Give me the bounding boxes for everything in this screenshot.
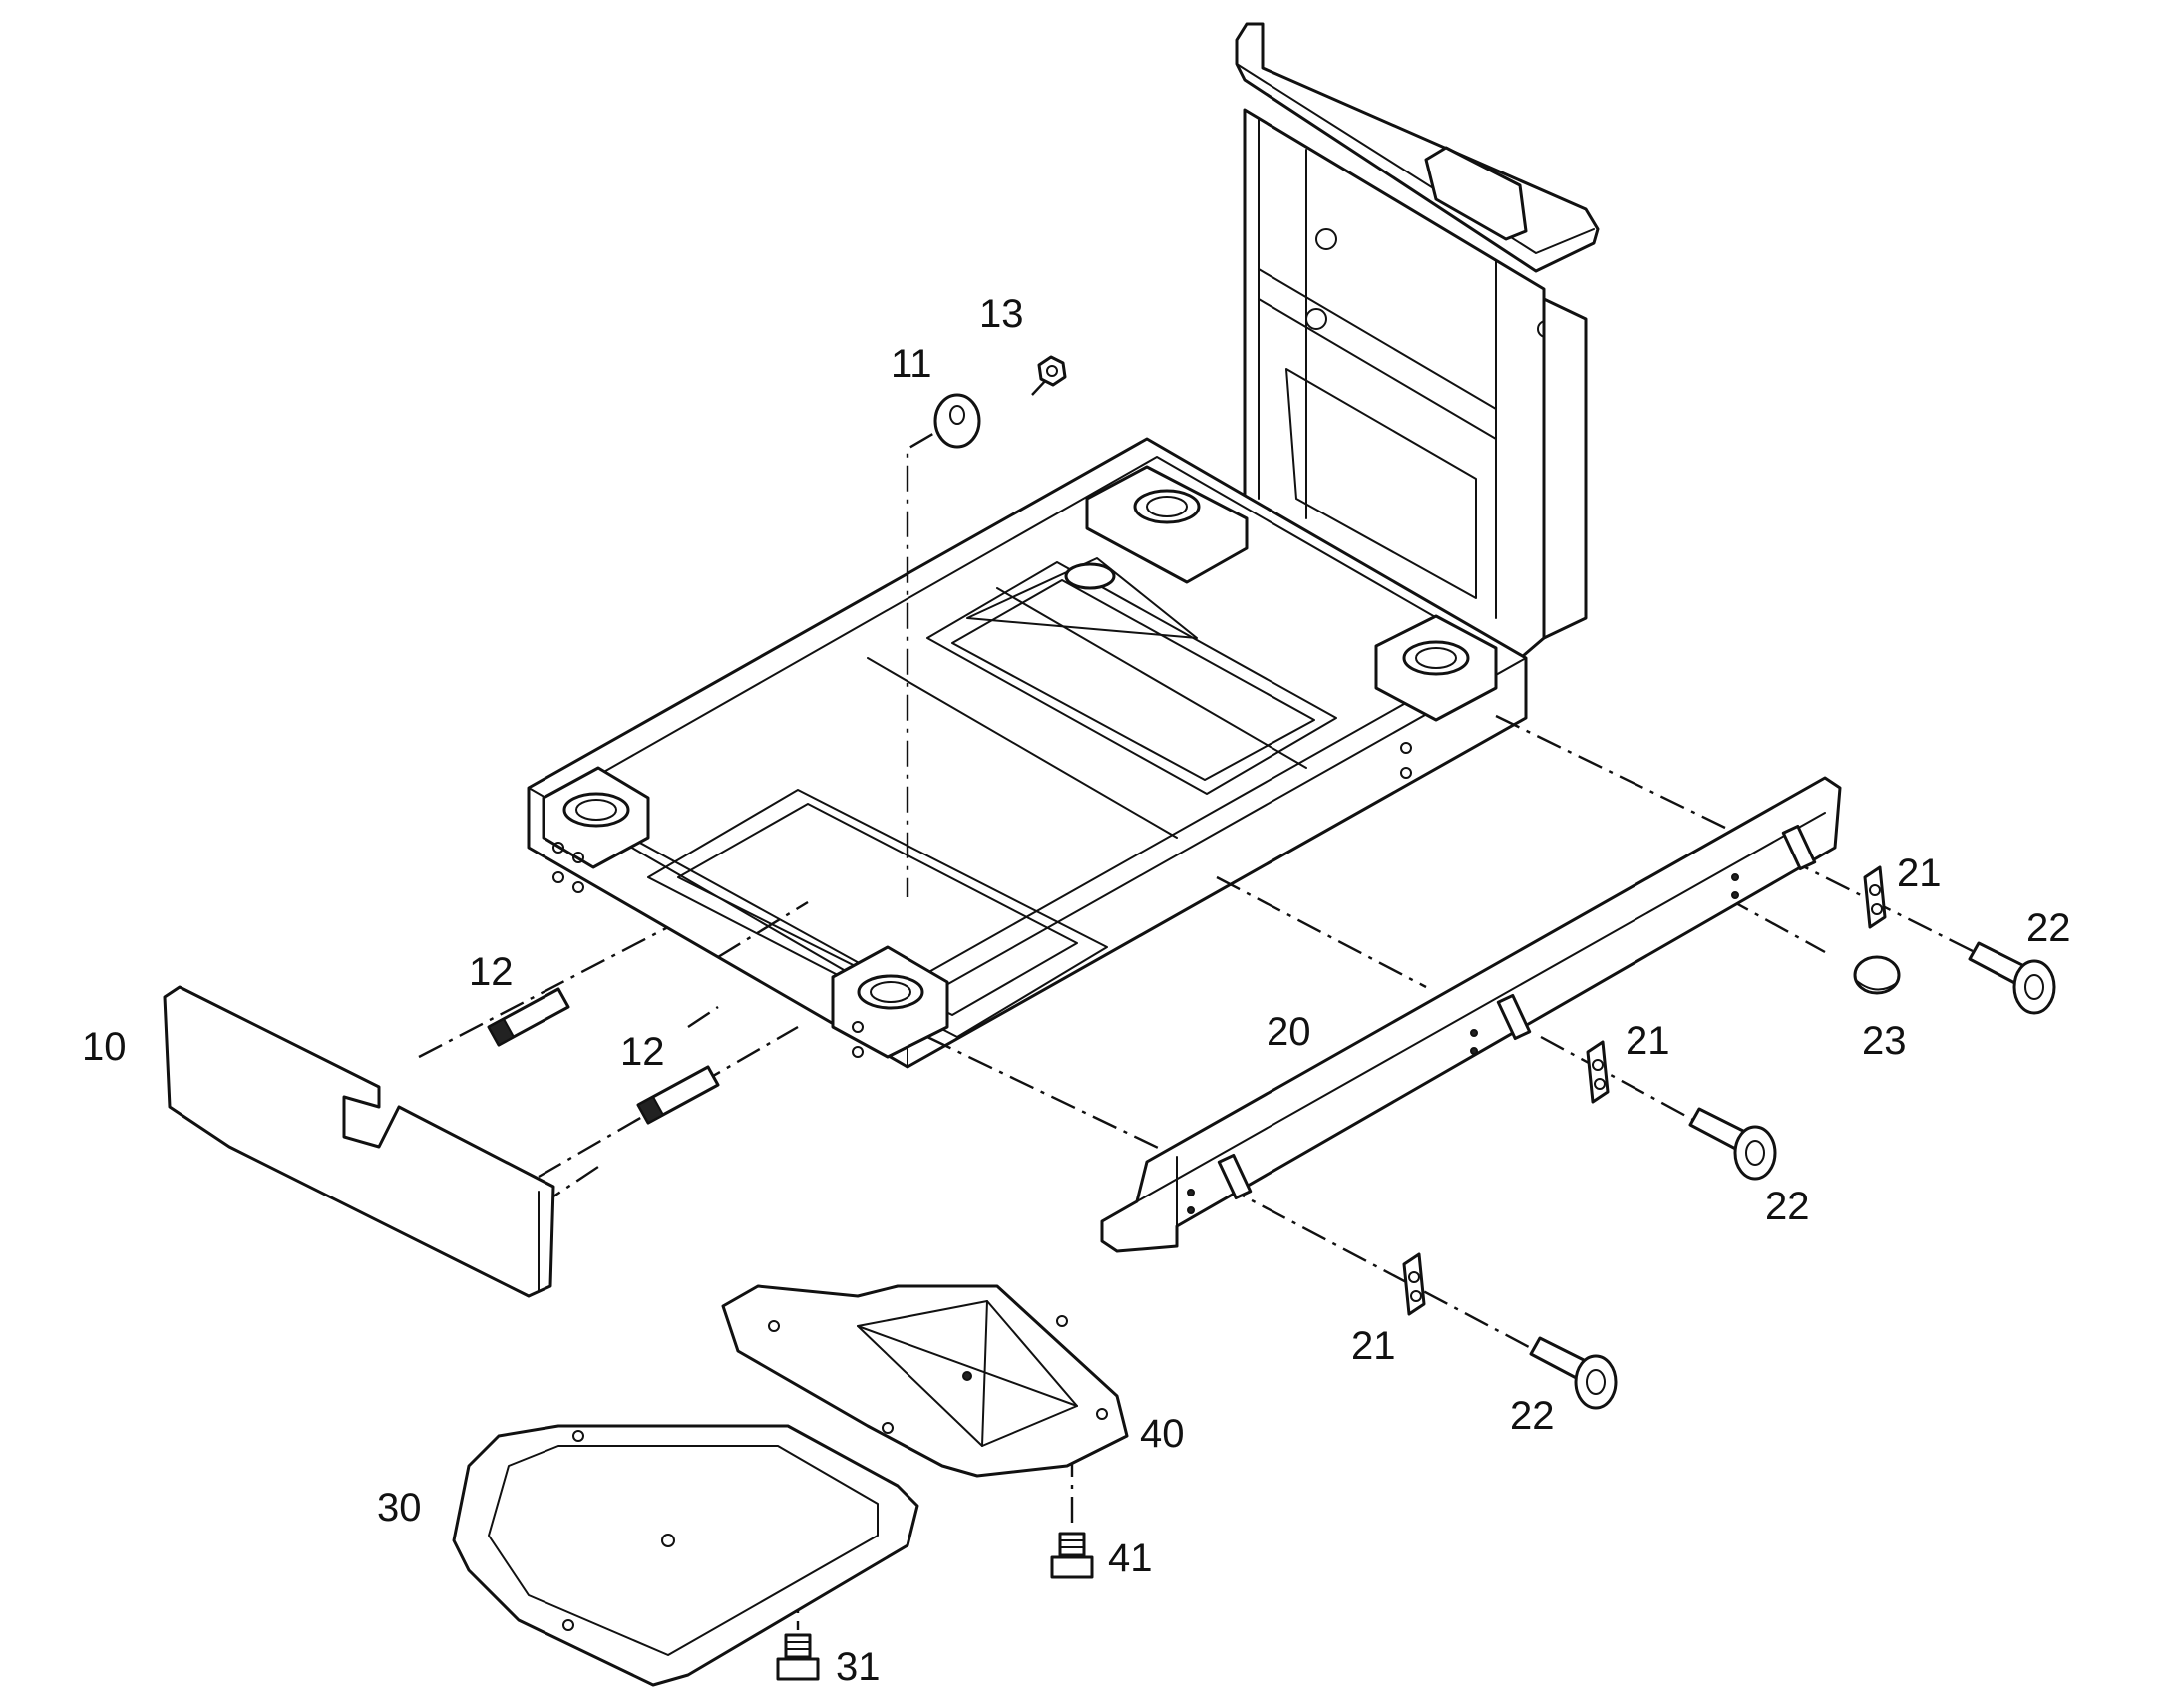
plate-part-40 xyxy=(721,1284,1129,1478)
clip-part-21-lower xyxy=(1402,1252,1426,1316)
callout-label-20: 20 xyxy=(1267,1010,1311,1054)
main-base-frame xyxy=(527,437,1528,1069)
screw-part-31 xyxy=(776,1633,820,1681)
callout-label-12-lower: 12 xyxy=(620,1030,665,1074)
callout-label-21-upper: 21 xyxy=(1897,852,1942,895)
callout-label-12-upper: 12 xyxy=(469,950,514,994)
callout-label-22-lower: 22 xyxy=(1510,1394,1555,1438)
crossbar-part-20 xyxy=(1100,776,1842,1253)
callout-label-22-upper: 22 xyxy=(2026,906,2071,950)
bolt-part-22-upper xyxy=(1968,941,2056,1015)
cap-part-23 xyxy=(1853,955,1901,995)
callout-label-30: 30 xyxy=(377,1486,422,1530)
clip-part-21-middle xyxy=(1586,1040,1610,1104)
stud-part-12-upper xyxy=(487,987,570,1047)
callout-label-21-middle: 21 xyxy=(1626,1019,1670,1063)
callout-label-10: 10 xyxy=(82,1025,127,1069)
clip-part-21-upper xyxy=(1863,865,1887,929)
nut-part-13 xyxy=(1037,355,1067,387)
bolt-part-22-middle xyxy=(1688,1107,1777,1181)
screw-part-41 xyxy=(1050,1532,1094,1579)
washer-part-11 xyxy=(933,393,981,449)
callout-label-22-middle: 22 xyxy=(1765,1185,1810,1228)
callout-label-13: 13 xyxy=(979,292,1024,336)
upright-tower xyxy=(1235,22,1600,664)
callout-label-11: 11 xyxy=(891,342,932,386)
bolt-part-22-lower xyxy=(1529,1336,1618,1410)
callout-label-31: 31 xyxy=(836,1645,881,1689)
callout-label-23: 23 xyxy=(1862,1019,1907,1063)
callout-label-40: 40 xyxy=(1140,1412,1185,1456)
callout-label-41: 41 xyxy=(1108,1537,1153,1580)
plate-part-30 xyxy=(452,1424,919,1687)
side-cover-part-10 xyxy=(163,985,555,1298)
callout-label-21-lower: 21 xyxy=(1351,1324,1396,1368)
stud-part-12-lower xyxy=(636,1065,720,1125)
